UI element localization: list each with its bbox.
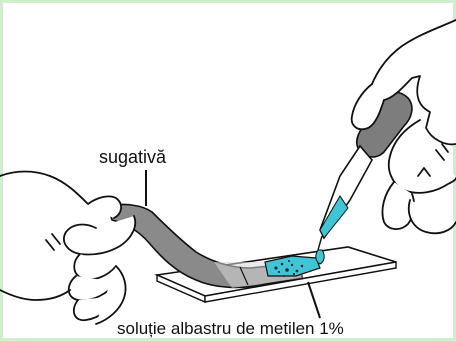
blotting-paper-label: sugativă bbox=[99, 148, 166, 166]
stain-solution-label: soluție albastru de metilen 1% bbox=[117, 320, 344, 337]
